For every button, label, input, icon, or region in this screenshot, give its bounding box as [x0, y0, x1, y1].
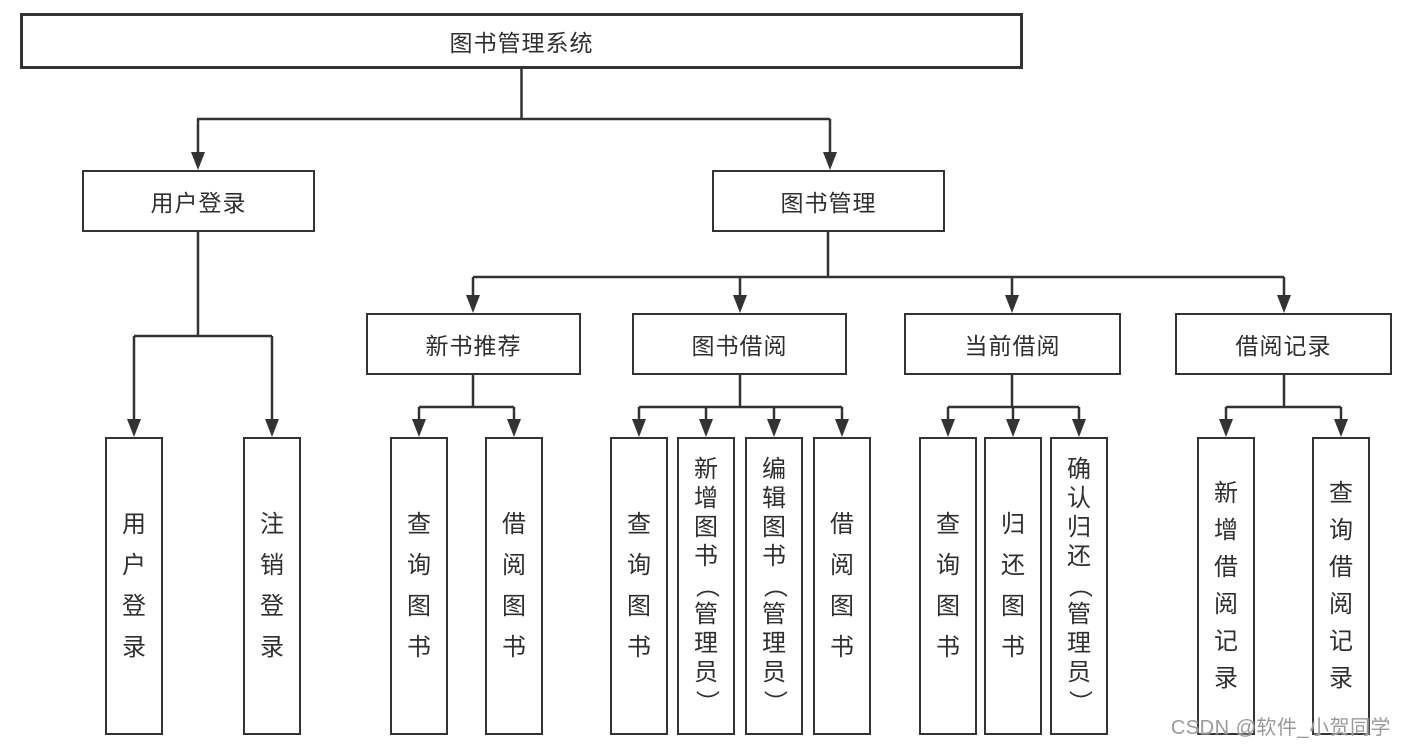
leaf-borrow-books: 借阅图书: [813, 437, 871, 735]
leaf-user-login-label: 用户登录: [122, 510, 146, 661]
node-current-borrowing-label: 当前借阅: [964, 333, 1061, 359]
node-user-login-label: 用户登录: [150, 190, 247, 216]
leaf-query-books-current-label: 查询图书: [936, 510, 960, 661]
node-borrowing-records: 借阅记录: [1175, 313, 1392, 375]
node-root-label: 图书管理系统: [449, 30, 594, 56]
leaf-return-books-label: 归还图书: [1001, 510, 1025, 661]
node-book-borrowing-label: 图书借阅: [691, 333, 788, 359]
node-borrowing-records-label: 借阅记录: [1235, 333, 1332, 359]
leaf-confirm-return-admin: 确认归还（管理员）: [1050, 437, 1108, 735]
leaf-add-books-admin-label: 新增图书（管理员）: [693, 456, 720, 715]
node-book-borrowing: 图书借阅: [632, 313, 847, 375]
leaf-user-login: 用户登录: [105, 437, 163, 735]
leaf-borrow-books-label: 借阅图书: [830, 510, 854, 661]
leaf-return-books: 归还图书: [984, 437, 1042, 735]
leaf-logout: 注销登录: [243, 437, 301, 735]
node-book-management: 图书管理: [712, 170, 945, 232]
node-root-system: 图书管理系统: [20, 13, 1023, 69]
node-new-book-recommend-label: 新书推荐: [425, 333, 522, 359]
leaf-edit-books-admin: 编辑图书（管理员）: [745, 437, 803, 735]
leaf-query-books-current: 查询图书: [919, 437, 977, 735]
leaf-borrow-books-recommend-label: 借阅图书: [502, 510, 526, 661]
leaf-confirm-return-admin-label: 确认归还（管理员）: [1066, 456, 1093, 715]
node-user-login: 用户登录: [82, 170, 315, 232]
leaf-edit-books-admin-label: 编辑图书（管理员）: [761, 456, 788, 715]
leaf-add-borrow-record-label: 新增借阅记录: [1214, 479, 1238, 692]
leaf-add-books-admin: 新增图书（管理员）: [677, 437, 735, 735]
leaf-query-books-recommend-label: 查询图书: [407, 510, 431, 661]
node-current-borrowing: 当前借阅: [904, 313, 1121, 375]
leaf-query-books-borrowing-label: 查询图书: [627, 510, 651, 661]
leaf-logout-label: 注销登录: [260, 510, 284, 661]
leaf-query-borrow-record: 查询借阅记录: [1312, 437, 1370, 735]
csdn-watermark: CSDN @软件_小贺同学: [1170, 717, 1391, 739]
leaf-query-books-borrowing: 查询图书: [610, 437, 668, 735]
node-new-book-recommend: 新书推荐: [366, 313, 581, 375]
leaf-borrow-books-recommend: 借阅图书: [485, 437, 543, 735]
leaf-query-borrow-record-label: 查询借阅记录: [1329, 479, 1353, 692]
leaf-query-books-recommend: 查询图书: [390, 437, 448, 735]
node-book-management-label: 图书管理: [780, 190, 877, 216]
leaf-add-borrow-record: 新增借阅记录: [1197, 437, 1255, 735]
